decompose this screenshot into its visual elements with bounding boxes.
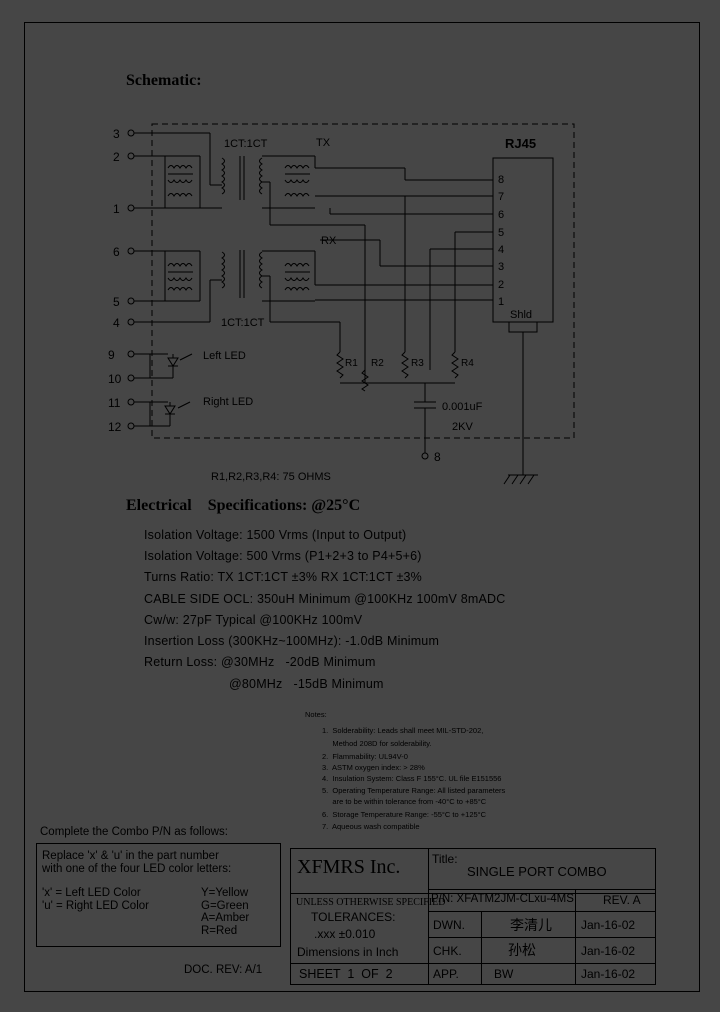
note-line: 2. Flammability: UL94V-0 [322, 752, 408, 761]
combo-line: with one of the four LED color letters: [42, 863, 232, 875]
resistor-label: R4 [461, 358, 474, 369]
sheet-number: SHEET 1 OF 2 [299, 967, 393, 981]
app-date: Jan-16-02 [581, 967, 636, 981]
combo-line: Replace 'x' & 'u' in the part number [42, 850, 219, 862]
electrical-title: Electrical Specifications: @25°C [126, 497, 361, 514]
color-code: A=Amber [201, 912, 250, 924]
note-line: 5. Operating Temperature Range: All list… [322, 786, 506, 795]
rj45-pin: 1 [498, 296, 504, 308]
chk-label: CHK. [433, 944, 462, 958]
pin-label: 10 [108, 372, 122, 386]
spec-line: CABLE SIDE OCL: 350uH Minimum @100KHz 10… [144, 592, 506, 606]
schematic-diagram: 3 2 1 6 5 4 9 10 11 12 1CT:1CT 1CT:1CT T… [108, 123, 575, 485]
resistor-note: R1,R2,R3,R4: 75 OHMS [211, 471, 331, 483]
dwn-label: DWN. [433, 918, 465, 932]
pin-label: 6 [113, 245, 120, 259]
dwn-signature: 李清儿 [510, 917, 552, 933]
color-code: G=Green [201, 900, 249, 912]
company-name: XFMRS Inc. [297, 856, 401, 878]
resistor-label: R1 [345, 358, 358, 369]
app-signature: BW [494, 967, 514, 981]
pin-label: 11 [108, 396, 121, 410]
schematic-title: Schematic: [126, 72, 202, 89]
rj45-pin: 2 [498, 279, 504, 291]
pin-label: 5 [113, 295, 120, 309]
part-number: P/N: XFATM2JM-CLxu-4MS [431, 893, 574, 905]
rj45-pin: 6 [498, 209, 504, 221]
note-line: 4. Insulation System: Class F 155°C. UL … [322, 774, 502, 783]
pin-label: 4 [113, 316, 120, 330]
capacitor-voltage: 2KV [452, 421, 473, 433]
spec-line: @80MHz -15dB Minimum [229, 677, 384, 691]
ct-label-top: 1CT:1CT [224, 138, 268, 150]
combo-u-def: 'u' = Right LED Color [42, 900, 149, 912]
rj45-pin: 3 [498, 261, 504, 273]
spec-line: Cw/w: 27pF Typical @100KHz 100mV [144, 613, 363, 627]
rj45-label: RJ45 [505, 136, 536, 151]
doc-rev: DOC. REV: A/1 [184, 964, 263, 976]
ct-label-bottom: 1CT:1CT [221, 317, 265, 329]
note-line: 6. Storage Temperature Range: -55°C to +… [322, 810, 487, 819]
note-line: 1. Solderability: Leads shall meet MIL-S… [322, 726, 484, 735]
pin-label: 12 [108, 420, 122, 434]
spec-line: Insertion Loss (300KHz~100MHz): -1.0dB M… [144, 634, 440, 648]
chk-signature: 孙松 [508, 942, 536, 958]
tolerance-value: .xxx ±0.010 [314, 927, 376, 941]
tb-title-cell [428, 848, 656, 894]
rx-label: RX [321, 235, 337, 247]
color-code: R=Red [201, 925, 238, 937]
note-line: 7. Aqueous wash compatible [322, 822, 420, 831]
left-led-label: Left LED [203, 350, 246, 362]
tolerances-label: TOLERANCES: [311, 910, 396, 924]
pin-label: 1 [113, 202, 120, 216]
tb-app-date-cell [575, 963, 656, 985]
unless-specified: UNLESS OTHERWISE SPECIFIED [296, 897, 446, 908]
right-led-label: Right LED [203, 396, 253, 408]
dwn-date: Jan-16-02 [581, 918, 636, 932]
rj45-pin: 8 [498, 174, 504, 186]
resistor-label: R2 [371, 358, 384, 369]
rj45-pin: 7 [498, 191, 504, 203]
spec-line: Isolation Voltage: 1500 Vrms (Input to O… [144, 528, 407, 542]
title-value: SINGLE PORT COMBO [467, 864, 607, 879]
color-code: Y=Yellow [201, 887, 249, 899]
app-label: APP. [433, 967, 459, 981]
revision: REV. A [603, 893, 641, 907]
title-label: Title: [432, 852, 458, 866]
notes-title: Notes: [305, 710, 327, 719]
resistor-label: R3 [411, 358, 424, 369]
combo-heading: Complete the Combo P/N as follows: [40, 826, 228, 838]
note-line: Method 208D for solderability. [322, 739, 432, 748]
spec-line: Turns Ratio: TX 1CT:1CT ±3% RX 1CT:1CT ±… [144, 570, 422, 584]
pin-label: 9 [108, 348, 115, 362]
pin-label: 3 [113, 127, 120, 141]
note-line: 3. ASTM oxygen index: > 28% [322, 763, 425, 772]
chk-date: Jan-16-02 [581, 944, 636, 958]
rj45-pin: 4 [498, 244, 504, 256]
shield-label: Shld [510, 309, 532, 321]
note-line: are to be within tolerance from -40°C to… [322, 797, 487, 806]
ground-pin-label: 8 [434, 450, 441, 464]
dimensions-note: Dimensions in Inch [297, 945, 399, 959]
spec-line: Return Loss: @30MHz -20dB Minimum [144, 655, 376, 669]
capacitor-value: 0.001uF [442, 401, 483, 413]
tx-label: TX [316, 137, 331, 149]
combo-box [36, 843, 281, 947]
combo-x-def: 'x' = Left LED Color [42, 887, 141, 899]
spec-line: Isolation Voltage: 500 Vrms (P1+2+3 to P… [144, 549, 422, 563]
pin-label: 2 [113, 150, 120, 164]
rj45-pin: 5 [498, 227, 504, 239]
drawing-frame [24, 22, 700, 992]
